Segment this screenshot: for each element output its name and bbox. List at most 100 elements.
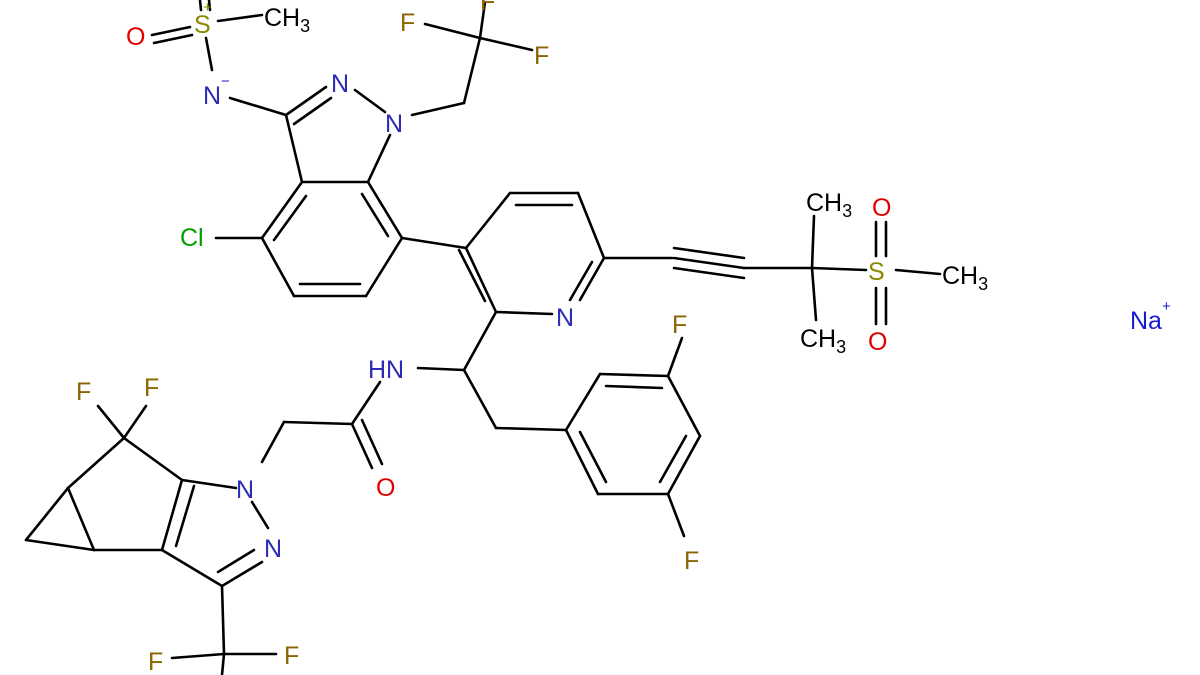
bond	[24, 538, 96, 552]
bond	[604, 384, 664, 390]
atom-nitrogen: N	[331, 70, 349, 98]
bond	[350, 380, 382, 426]
bond	[122, 404, 148, 440]
atom-methyl: CH3	[942, 262, 988, 294]
atom-oxygen: O	[126, 23, 145, 51]
bond	[494, 310, 554, 316]
atom-fluorine: F	[148, 648, 163, 675]
atom-nitrogen: N	[264, 535, 282, 563]
bond	[478, 0, 487, 40]
atom-fluorine: F	[672, 311, 687, 339]
atom-label-layer: S + O CH3 N − N N F F F Cl N CH3 CH3 CH3…	[76, 0, 1171, 675]
bond	[250, 500, 270, 530]
bond	[462, 368, 498, 430]
bond	[894, 268, 942, 276]
bond	[272, 194, 308, 242]
bond	[284, 113, 304, 184]
atom-sulfur: S	[868, 258, 885, 286]
bond	[66, 486, 96, 552]
bond	[160, 548, 224, 588]
bond	[666, 336, 684, 378]
atom-fluorine: F	[534, 42, 549, 70]
bond	[150, 25, 192, 37]
bond	[400, 236, 468, 250]
bond	[564, 372, 602, 432]
bond	[174, 484, 196, 548]
atom-charge: +	[203, 0, 212, 16]
atom-amine-nh: HN	[368, 356, 404, 384]
bond	[457, 248, 487, 303]
atom-nitrogen: N	[556, 304, 574, 332]
bond	[578, 256, 606, 302]
atom-sodium-cation: Na	[1130, 307, 1162, 335]
bond	[478, 36, 534, 52]
bond	[260, 236, 296, 298]
bond	[350, 422, 374, 470]
bond-layer	[24, 0, 942, 675]
atom-nitrogen: N	[236, 476, 254, 504]
bond	[122, 436, 184, 482]
atom-methyl: CH3	[800, 325, 846, 357]
bond	[494, 426, 568, 432]
bond	[152, 33, 194, 45]
atom-fluorine: F	[144, 374, 159, 402]
bond	[464, 246, 498, 314]
bond	[353, 88, 387, 114]
bond	[672, 246, 746, 260]
atom-sulfur: S	[194, 11, 211, 39]
bond	[160, 478, 184, 552]
bond	[260, 420, 286, 464]
bond	[423, 22, 482, 40]
bond	[568, 260, 594, 302]
bond	[810, 266, 868, 272]
bond	[462, 310, 498, 372]
bond	[360, 192, 390, 238]
bond	[292, 96, 333, 126]
atom-oxygen: O	[868, 328, 887, 356]
bond	[416, 366, 466, 372]
bond	[672, 266, 746, 280]
bond	[96, 404, 126, 440]
bond	[207, 0, 212, 12]
bond	[366, 133, 392, 184]
bond	[220, 652, 226, 675]
atom-methyl: CH3	[264, 4, 310, 36]
bond	[366, 180, 404, 240]
bond	[598, 372, 670, 378]
bond	[578, 430, 608, 484]
bond	[220, 560, 264, 588]
bond	[180, 478, 238, 490]
bond	[666, 374, 702, 438]
atom-fluorine: F	[284, 642, 299, 670]
bond	[658, 434, 688, 484]
bond	[410, 101, 466, 117]
bond	[666, 434, 702, 496]
bond	[672, 256, 746, 270]
bond	[464, 191, 512, 250]
bond	[462, 36, 482, 105]
atom-nitrogen: N	[385, 110, 403, 138]
bond	[220, 584, 226, 656]
bond	[282, 420, 354, 426]
bond	[364, 236, 404, 298]
atom-chlorine: Cl	[180, 224, 204, 252]
atom-oxygen: O	[376, 474, 395, 502]
bond	[260, 180, 304, 240]
bond	[576, 191, 606, 260]
bond	[360, 418, 384, 466]
atom-charge: −	[221, 73, 230, 90]
atom-fluorine: F	[480, 0, 495, 16]
bond	[564, 428, 600, 496]
atom-fluorine: F	[400, 9, 415, 37]
bond	[24, 486, 70, 542]
bond	[666, 492, 686, 538]
atom-fluorine: F	[684, 547, 699, 575]
bond	[66, 436, 126, 490]
atom-fluorine: F	[76, 378, 91, 406]
bond	[216, 13, 264, 23]
bond	[198, 0, 203, 12]
bond	[810, 214, 816, 270]
bond	[216, 548, 256, 574]
